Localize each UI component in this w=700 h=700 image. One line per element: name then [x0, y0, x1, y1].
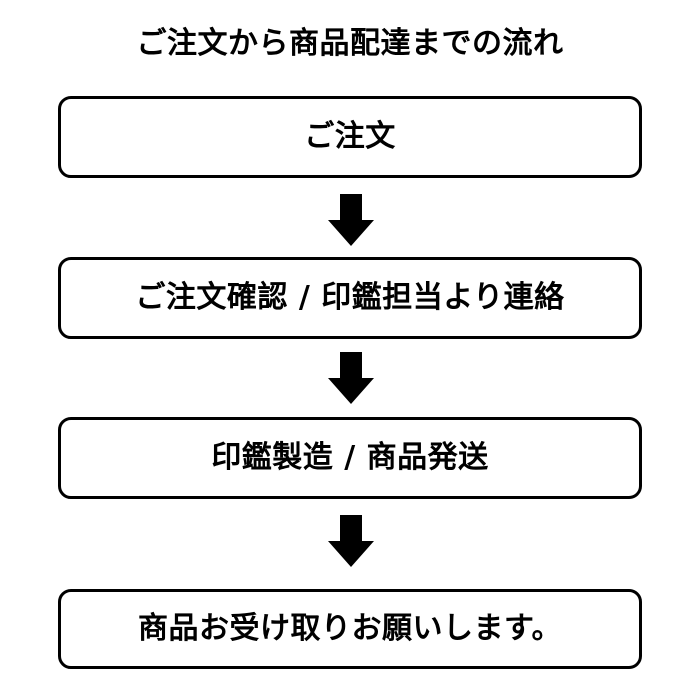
arrow-down-icon-2 [328, 352, 374, 404]
flow-step-4-label: 商品お受け取りお願いします。 [138, 611, 562, 646]
flow-step-1: ご注文 [58, 96, 642, 178]
flow-step-3-label: 印鑑製造 / 商品発送 [211, 440, 489, 475]
page-title: ご注文から商品配達までの流れ [136, 26, 564, 61]
flow-step-2: ご注文確認 / 印鑑担当より連絡 [58, 257, 642, 339]
flow-step-2-label: ご注文確認 / 印鑑担当より連絡 [135, 280, 565, 315]
flow-step-3: 印鑑製造 / 商品発送 [58, 417, 642, 499]
flow-step-1-label: ご注文 [304, 119, 396, 154]
flow-step-4: 商品お受け取りお願いします。 [58, 589, 642, 669]
arrow-down-icon-3 [328, 515, 374, 567]
arrow-down-icon-1 [328, 194, 374, 246]
